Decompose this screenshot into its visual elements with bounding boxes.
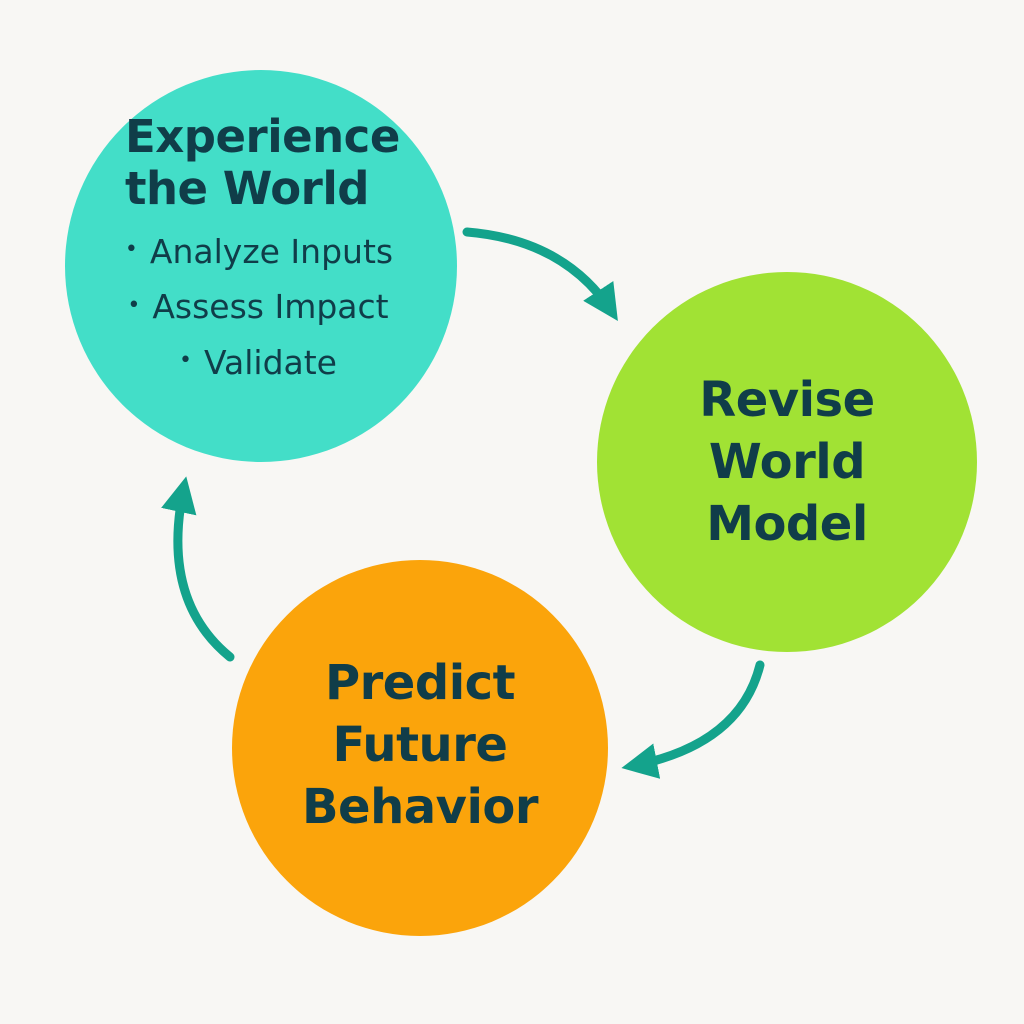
arrow-revise-to-predict [621,660,765,779]
predict-title-line2: Future [332,717,508,773]
revise-node: Revise World Model [597,272,977,652]
bullet-dot-icon: • [127,292,141,318]
experience-title: Experience the World [125,109,400,215]
bullet-item: • Assess Impact [123,280,393,336]
bullet-item: • Analyze Inputs [125,225,393,281]
experience-title-line2: the World [125,161,370,215]
revise-title-line3: Model [706,496,868,552]
bullet-dot-icon: • [179,348,192,374]
predict-node: Predict Future Behavior [232,560,608,936]
bullet-item: • Validate [123,336,393,392]
predict-title-line1: Predict [324,655,516,711]
bullet-text: Validate [204,342,337,382]
experience-node: Experience the World • Analyze Inputs • As… [65,70,457,462]
revise-title: Revise World Model [699,369,875,555]
bullet-text: Assess Impact [152,287,389,327]
experience-bullet-list: • Analyze Inputs • Assess Impact • Validate [125,225,393,392]
arrow-experience-to-revise [462,227,618,322]
predict-title: Predict Future Behavior [301,652,539,838]
experience-title-line1: Experience [125,109,400,163]
revise-title-line2: World [708,434,866,490]
revise-title-line1: Revise [699,372,875,428]
bullet-text: Analyze Inputs [149,231,394,271]
predict-title-line3: Behavior [301,779,539,835]
arrow-predict-to-experience [161,476,235,662]
bullet-dot-icon: • [124,237,138,263]
